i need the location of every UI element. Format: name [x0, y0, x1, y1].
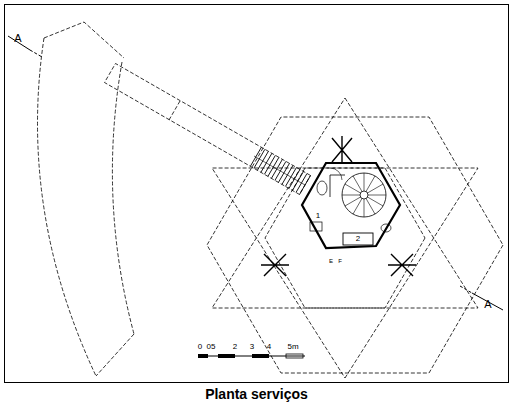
building-wall	[302, 163, 400, 248]
scale-number: 0	[198, 343, 202, 351]
curved-terrace	[44, 22, 124, 58]
curved-terrace	[112, 62, 134, 334]
section-marker	[8, 36, 503, 310]
outer-hexagon	[207, 117, 503, 373]
scale-number: 4	[267, 343, 271, 351]
callout-letter: F	[338, 258, 342, 264]
column-symbol	[261, 136, 416, 276]
counter	[343, 233, 373, 245]
fixture	[381, 224, 391, 232]
roof-triangle	[212, 168, 478, 378]
scale-number: 2	[233, 343, 237, 351]
section-mark: A	[14, 33, 21, 44]
section-mark: A	[484, 299, 491, 310]
frame	[5, 5, 509, 383]
curved-terrace	[38, 38, 97, 376]
scale-bar	[198, 354, 305, 358]
fixture	[310, 222, 322, 231]
fixture	[317, 181, 327, 195]
scale-number: 05	[207, 343, 216, 351]
walkway-joint	[169, 101, 180, 120]
spiral-stair	[342, 173, 386, 217]
building	[302, 163, 400, 248]
stair-hatch	[250, 147, 310, 194]
walkway	[105, 64, 311, 195]
callout-letter: E	[329, 258, 333, 264]
scale-number: 5m	[287, 343, 298, 351]
room-number: 2	[356, 235, 360, 243]
roof-triangle	[212, 98, 478, 308]
site-outlines	[38, 22, 504, 378]
curved-terrace	[96, 334, 134, 376]
room-number: 1	[316, 212, 320, 220]
caption: Planta serviços	[0, 386, 513, 402]
inner-hexagon	[265, 168, 425, 308]
scale-number: 3	[250, 343, 254, 351]
